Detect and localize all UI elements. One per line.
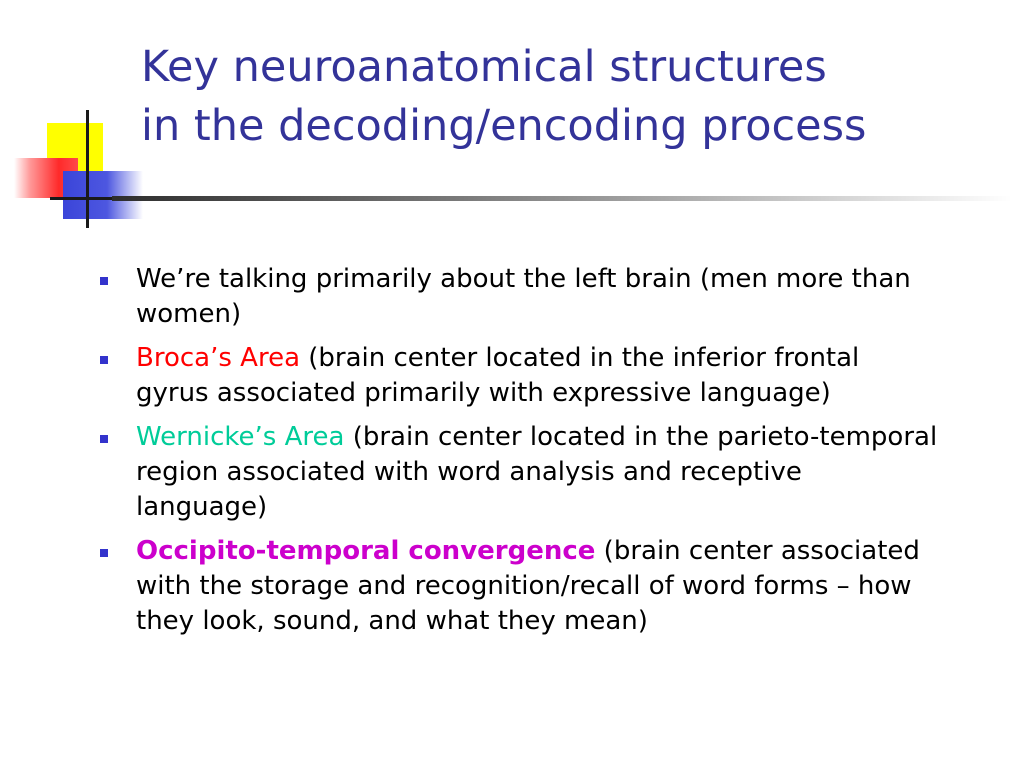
title-line-1: Key neuroanatomical structures [141, 42, 827, 92]
bullet-square-icon [100, 277, 108, 285]
bullet-text: (brain center associated with the storag… [136, 536, 920, 636]
bullet-item-wernickes-area: Wernicke’s Area (brain center located in… [100, 420, 940, 525]
bullet-square-icon [100, 435, 108, 443]
bullet-text: We’re talking primarily about the left b… [136, 264, 911, 329]
bullet-term-wernickes-area: Wernicke’s Area [136, 422, 345, 452]
bullet-item-brocas-area: Broca’s Area (brain center located in th… [100, 341, 940, 411]
title-line-2: in the decoding/encoding process [141, 101, 867, 151]
bullet-term-brocas-area: Broca’s Area [136, 343, 300, 373]
bullet-text: (brain center located in the inferior fr… [136, 343, 860, 408]
decorative-blue-bar [63, 171, 143, 219]
bullet-square-icon [100, 549, 108, 557]
bullet-item-left-brain: We’re talking primarily about the left b… [100, 262, 940, 332]
bullet-term-occipito-temporal-convergence: Occipito-temporal convergence [136, 536, 596, 566]
bullet-square-icon [100, 356, 108, 364]
title-underline-rule [112, 196, 1012, 201]
decorative-vertical-line [86, 110, 89, 228]
bullet-item-occipito-temporal: Occipito-temporal convergence (brain cen… [100, 534, 940, 639]
decorative-horizontal-line [50, 197, 140, 200]
bullet-list: We’re talking primarily about the left b… [100, 262, 940, 648]
bullet-text: (brain center located in the parieto-tem… [136, 422, 938, 522]
slide-title: Key neuroanatomical structures in the de… [141, 38, 1011, 156]
